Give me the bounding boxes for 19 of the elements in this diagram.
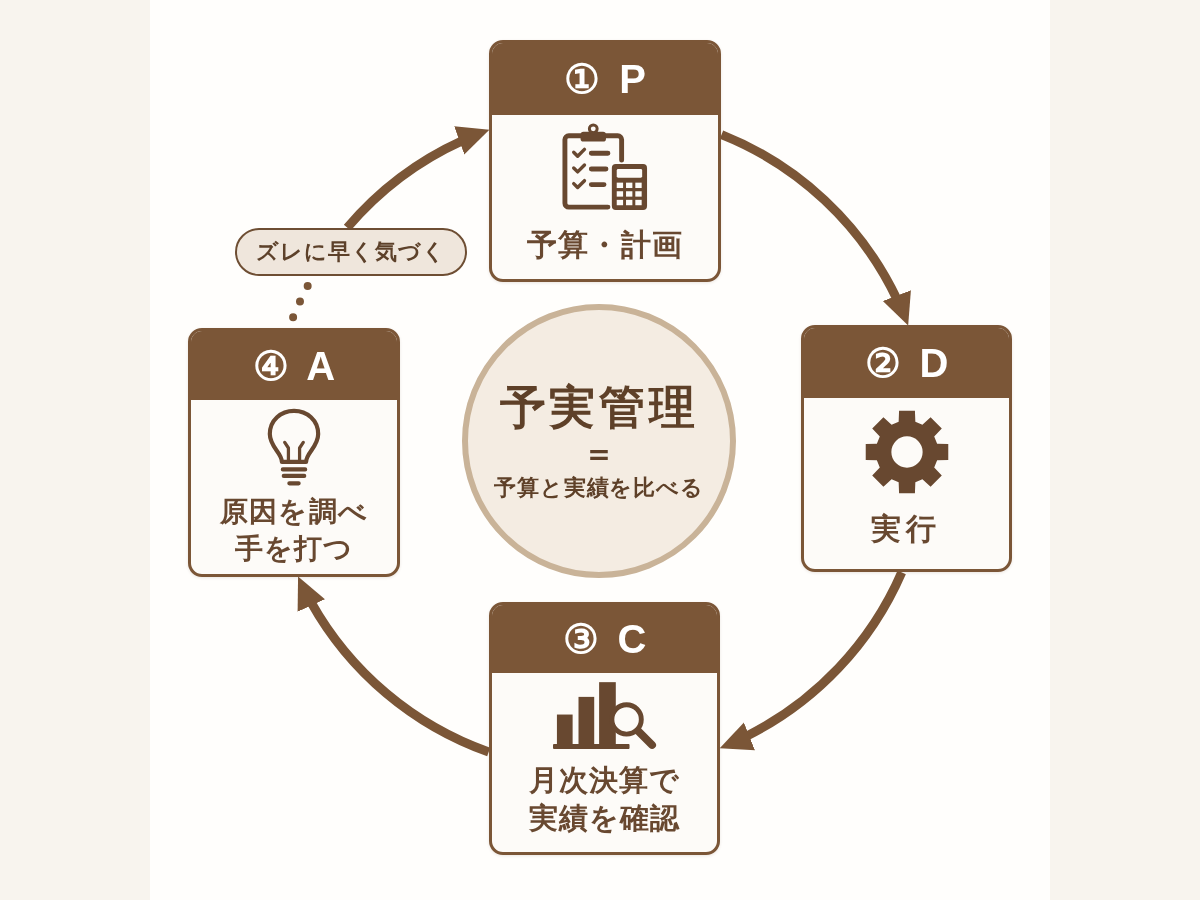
cycle-arrow [719, 130, 912, 327]
step-card [489, 602, 720, 855]
step-header: ② D [804, 328, 1009, 398]
step-label: 実行 [871, 509, 942, 548]
concept-definition: 予算と実績を比べる [494, 475, 704, 502]
step-header: ③ C [492, 605, 717, 673]
step-label: 月次決算で実績を確認 [527, 761, 682, 837]
step-header: ① P [492, 43, 718, 115]
step-card [188, 328, 400, 577]
step-label: 原因を調べ手を打つ [219, 494, 369, 567]
concept-title: 予実管理 [499, 380, 699, 436]
step-card [801, 325, 1012, 572]
step-label: 予算・計画 [527, 226, 683, 264]
callout-pill: ズレに早く気づく [235, 228, 467, 276]
cycle-arrow [718, 570, 906, 752]
equals-sign: = [587, 437, 611, 472]
step-card [489, 40, 721, 282]
step-header: ④ A [191, 331, 397, 400]
cycle-arrow [344, 125, 491, 231]
